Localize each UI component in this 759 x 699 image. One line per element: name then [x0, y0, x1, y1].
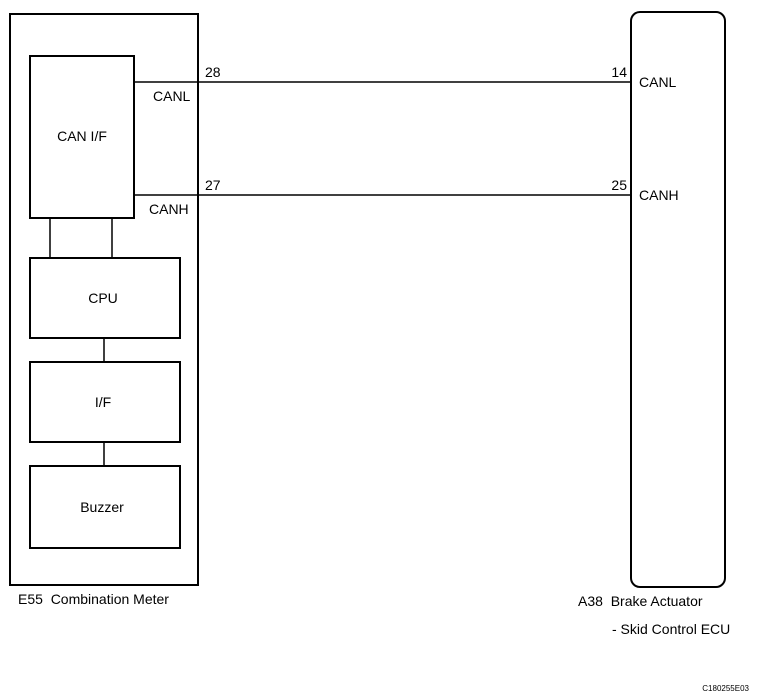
buzzer-label: Buzzer — [80, 499, 124, 515]
actuator-canl-pin-name: CANL — [639, 74, 677, 90]
actuator-canh-pin-number: 25 — [611, 177, 627, 193]
figure-code: C180255E03 — [702, 684, 749, 693]
buzzer-block — [29, 465, 181, 549]
meter-canl-pin-name: CANL — [153, 88, 191, 104]
meter-canh-pin-number: 27 — [205, 177, 221, 193]
can-if-block — [29, 55, 135, 219]
if-block — [29, 361, 181, 443]
skid-control-ecu-label: - Skid Control ECU — [612, 621, 730, 637]
meter-canl-pin-number: 28 — [205, 64, 221, 80]
combination-meter-label: E55 Combination Meter — [18, 591, 169, 607]
if-label: I/F — [95, 394, 111, 410]
cpu-block — [29, 257, 181, 339]
cpu-label: CPU — [88, 290, 118, 306]
can-if-label: CAN I/F — [57, 128, 107, 144]
meter-canh-pin-name: CANH — [149, 201, 189, 217]
brake-actuator-box — [630, 11, 726, 588]
brake-actuator-label: A38 Brake Actuator — [578, 593, 703, 609]
actuator-canh-pin-name: CANH — [639, 187, 679, 203]
actuator-canl-pin-number: 14 — [611, 64, 627, 80]
combination-meter-box — [9, 13, 199, 586]
